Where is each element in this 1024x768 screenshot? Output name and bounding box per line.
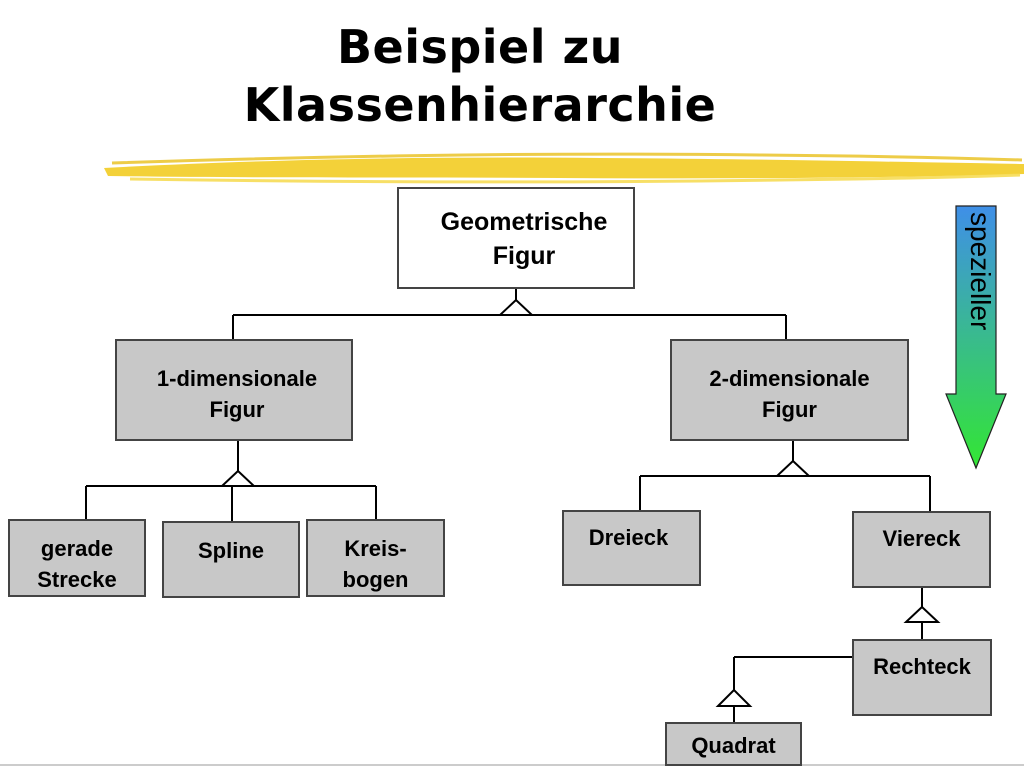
spezieller-arrow <box>945 205 1007 470</box>
connector-rechteck <box>715 656 854 723</box>
connector-dim2 <box>639 440 931 512</box>
slide-title: Beispiel zu Klassenhierarchie <box>170 18 790 134</box>
node-1-dimensionale-figur: 1-dimensionale Figur <box>115 339 353 441</box>
connector-dim1 <box>85 440 377 522</box>
node-rechteck: Rechteck <box>852 639 992 716</box>
node-kreisbogen: Kreis- bogen <box>306 519 445 597</box>
node-dreieck: Dreieck <box>562 510 701 586</box>
node-geometrische-figur: Geometrische Figur <box>397 187 635 289</box>
node-spline: Spline <box>162 521 300 598</box>
connector-viereck <box>903 587 941 640</box>
title-line-2: Klassenhierarchie <box>243 78 717 132</box>
title-highlight <box>104 152 1024 184</box>
connector-root <box>232 288 787 340</box>
node-2-dimensionale-figur: 2-dimensionale Figur <box>670 339 909 441</box>
title-line-1: Beispiel zu <box>336 20 624 74</box>
node-gerade-strecke: gerade Strecke <box>8 519 146 597</box>
node-viereck: Viereck <box>852 511 991 588</box>
spezieller-label: spezieller <box>965 212 996 331</box>
node-quadrat: Quadrat <box>665 722 802 766</box>
